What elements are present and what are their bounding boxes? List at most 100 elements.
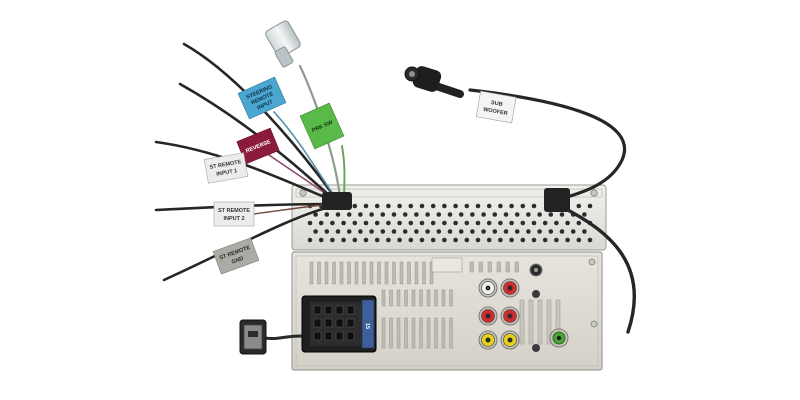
vent-hole — [408, 203, 414, 209]
rib — [369, 261, 374, 285]
tag-st-remote-gnd: ST REMOTE GND — [212, 237, 260, 275]
tag-sub-line1: SUB — [490, 100, 503, 108]
vent-holes — [307, 203, 593, 243]
screw — [590, 189, 598, 197]
rca-jack — [500, 330, 520, 350]
vent-hole — [548, 229, 554, 234]
tag-remote1-line2: INPUT 1 — [216, 168, 238, 178]
vent-hole — [587, 203, 593, 209]
vent-hole — [464, 203, 470, 209]
vent-hole — [391, 212, 397, 217]
vent-hole — [346, 212, 352, 217]
rib — [505, 261, 510, 273]
vent-hole — [374, 203, 380, 209]
vent-hole — [498, 237, 503, 243]
vent-hole — [458, 212, 464, 217]
vent-hole — [419, 203, 425, 209]
vent-hole — [374, 220, 380, 226]
screw — [590, 320, 598, 328]
vent-hole — [402, 229, 408, 234]
cooling-ribs-lower — [381, 289, 561, 349]
usb-cable — [239, 319, 303, 355]
vent-hole — [559, 212, 565, 217]
vent-hole — [447, 229, 453, 234]
iso-harness-connector: 15 — [301, 295, 377, 353]
iso-pin — [335, 305, 344, 315]
rib — [414, 261, 419, 285]
vent-hole — [470, 212, 475, 217]
vent-hole — [464, 237, 470, 243]
vent-hole — [380, 229, 386, 234]
rib — [478, 261, 483, 273]
vent-hole — [475, 237, 481, 243]
vent-hole — [582, 229, 587, 234]
vent-hole — [464, 220, 470, 226]
vent-hole — [492, 212, 498, 217]
cable-grommet-right — [544, 188, 570, 212]
iso-pin — [324, 331, 333, 341]
vent-hole — [330, 220, 335, 226]
vent-hole — [436, 212, 442, 217]
iso-pin — [346, 318, 355, 328]
rib — [381, 289, 386, 307]
vent-hole — [453, 237, 458, 243]
cable-grommet-left — [322, 192, 352, 210]
vent-hole — [498, 220, 503, 226]
vent-hole — [503, 229, 509, 234]
vent-hole — [486, 237, 492, 243]
vent-hole — [470, 229, 475, 234]
rib — [537, 299, 543, 345]
vent-hole — [475, 220, 481, 226]
vent-hole — [542, 220, 548, 226]
vent-hole — [335, 212, 341, 217]
vent-hole — [313, 212, 318, 217]
vent-hole — [509, 203, 514, 209]
vent-hole — [324, 212, 330, 217]
tag-reverse: REVERSE — [236, 127, 280, 165]
vent-hole — [526, 212, 531, 217]
rib — [399, 261, 404, 285]
iso-pin — [324, 305, 333, 315]
vent-hole — [341, 220, 346, 226]
iso-pin — [313, 331, 322, 341]
rib — [411, 317, 416, 349]
vent-hole — [531, 220, 537, 226]
vent-hole — [425, 229, 430, 234]
rib — [546, 299, 552, 345]
vent-hole — [554, 220, 559, 226]
vent-hole — [475, 203, 481, 209]
vent-hole — [481, 229, 486, 234]
iso-pin — [335, 331, 344, 341]
vent-hole — [453, 220, 458, 226]
rib — [392, 261, 396, 285]
vent-hole — [498, 203, 503, 209]
rib — [419, 289, 423, 307]
rib — [419, 317, 423, 349]
park-sw-plug — [265, 20, 301, 68]
wire-tags: STEERING REMOTE INPUT PRK SW REVERSE ST … — [203, 76, 517, 275]
rib — [396, 289, 401, 307]
wire-bundle — [154, 42, 637, 334]
vent-hole — [514, 212, 520, 217]
vent-hole — [358, 212, 363, 217]
vent-hole — [307, 220, 313, 226]
vent-hole — [542, 237, 548, 243]
tag-remote2-line2: INPUT 2 — [223, 216, 244, 222]
vent-hole — [587, 237, 593, 243]
vent-hole — [430, 220, 436, 226]
rib — [434, 289, 438, 307]
vent-hole — [430, 203, 436, 209]
tag-sub-line2: WOOFER — [483, 107, 508, 117]
rca-jack-center — [485, 285, 491, 291]
vent-hole — [537, 229, 542, 234]
vent-hole — [565, 220, 570, 226]
vent-hole — [307, 237, 313, 243]
vent-hole — [453, 203, 458, 209]
rib — [339, 261, 344, 285]
rib — [404, 289, 408, 307]
rib — [528, 299, 534, 345]
rib — [309, 261, 314, 285]
vent-hole — [576, 237, 582, 243]
